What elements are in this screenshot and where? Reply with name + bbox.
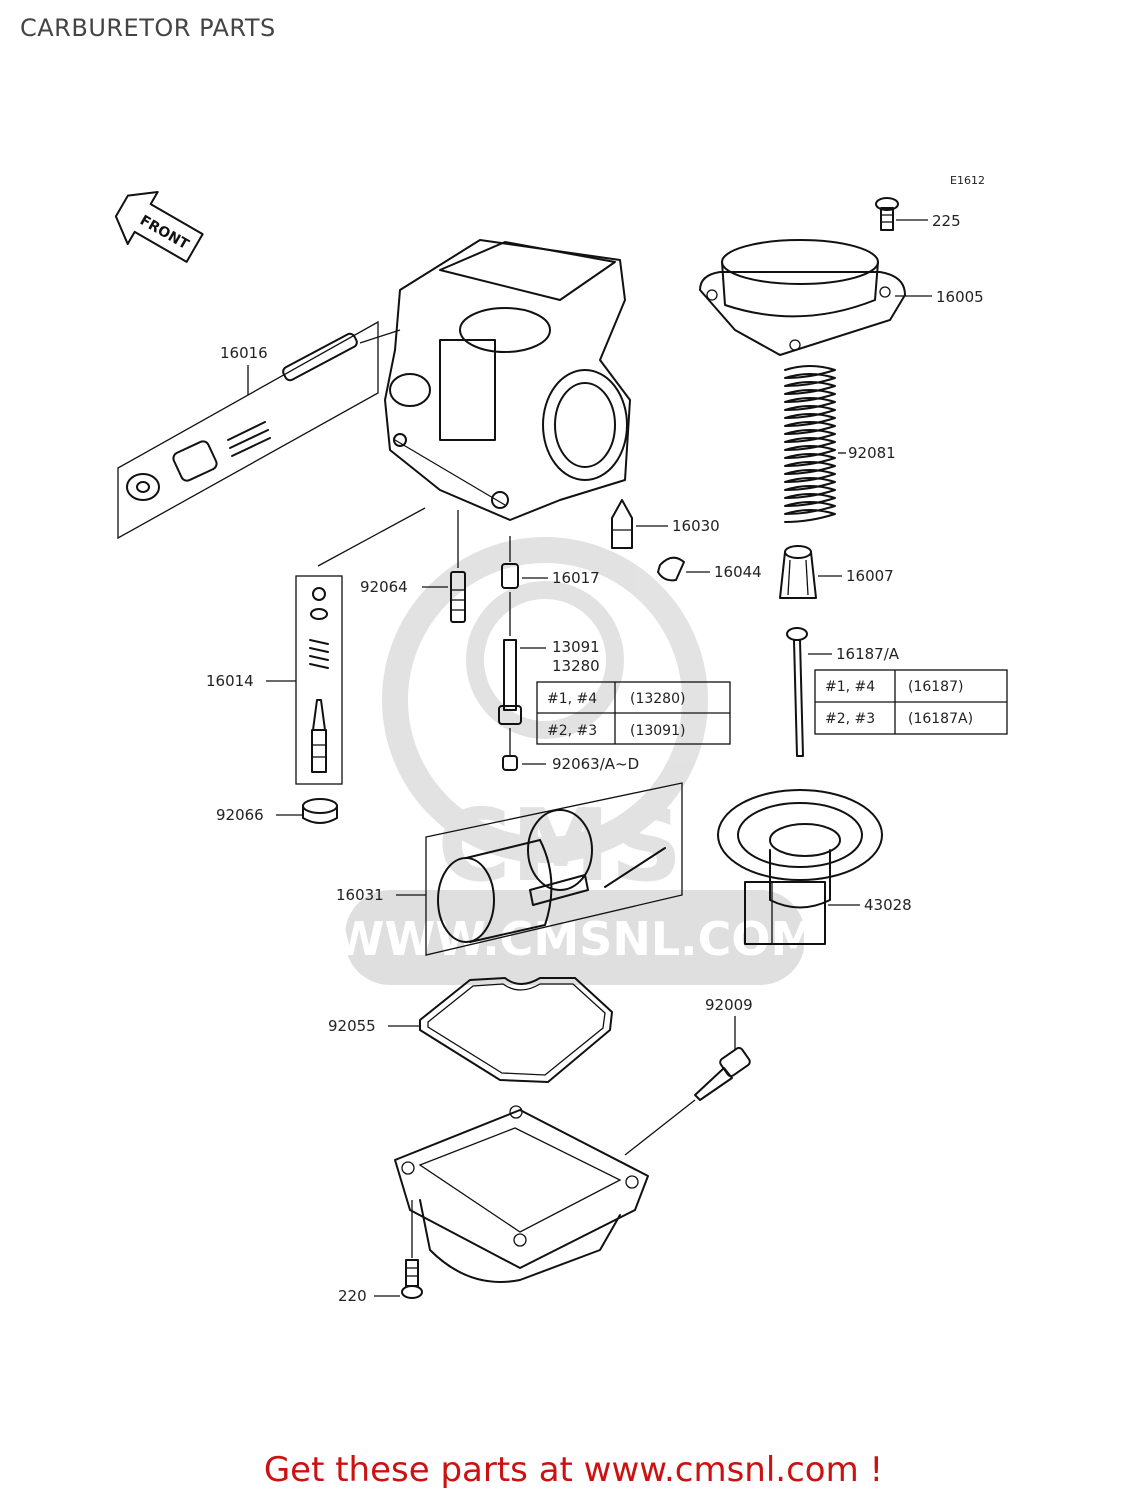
part-16187-jet-needle <box>786 627 832 757</box>
carburetor-body <box>384 239 631 521</box>
part-16007-needle-holder <box>779 545 842 599</box>
callout-92064: 92064 <box>360 578 408 596</box>
callout-16030: 16030 <box>672 517 720 535</box>
callout-92081: 92081 <box>848 444 896 462</box>
callout-16031: 16031 <box>336 886 384 904</box>
part-16016-pilot-screw-assembly <box>117 320 401 540</box>
needle-table: #1, #4 (16187) #2, #3 (16187A) <box>814 669 1008 735</box>
part-13091-13280-jet-holder <box>498 639 546 756</box>
front-arrow-label: FRONT <box>137 212 192 253</box>
page-title: CARBURETOR PARTS <box>20 14 276 42</box>
front-direction-arrow: FRONT <box>114 191 204 263</box>
callout-16187: 16187/A <box>836 645 900 663</box>
part-92066-cap <box>276 798 338 824</box>
carburetor-exploded-diagram: CMS WWW.CMSNL.COM FRONT E1612 225 <box>114 174 1008 1305</box>
needle-table-part-1: (16187) <box>908 679 963 695</box>
jet-table-part-2: (13091) <box>630 723 685 739</box>
callout-220: 220 <box>338 1287 367 1305</box>
callout-16044: 16044 <box>714 563 762 581</box>
callout-225: 225 <box>932 212 961 230</box>
watermark: CMS WWW.CMSNL.COM <box>334 537 817 985</box>
footer-cta-link[interactable]: Get these parts at www.cmsnl.com ! <box>263 1450 884 1490</box>
callout-92009: 92009 <box>705 996 753 1014</box>
callout-13091: 13091 <box>552 638 600 656</box>
watermark-logo: CMS <box>438 787 683 904</box>
callout-16016: 16016 <box>220 344 268 362</box>
needle-table-part-2: (16187A) <box>908 711 973 727</box>
jet-table-part-1: (13280) <box>630 691 685 707</box>
part-16044-clip <box>657 556 710 582</box>
part-92055-gasket <box>388 977 613 1083</box>
needle-table-cyl-1: #1, #4 <box>825 679 875 695</box>
part-92009-drain-screw: 92009 <box>624 996 753 1156</box>
callout-16007: 16007 <box>846 567 894 585</box>
diagram-ref-code: E1612 <box>950 174 985 187</box>
callout-92055: 92055 <box>328 1017 376 1035</box>
callout-16005: 16005 <box>936 288 984 306</box>
callout-13280: 13280 <box>552 657 600 675</box>
part-92063-main-jet <box>502 755 546 771</box>
part-43028-diaphragm-piston <box>717 789 883 945</box>
part-16005-top-cover <box>699 239 932 356</box>
watermark-text: WWW.CMSNL.COM <box>334 912 817 966</box>
callout-16017: 16017 <box>552 569 600 587</box>
callout-92063: 92063/A~D <box>552 755 639 773</box>
callout-92066: 92066 <box>216 806 264 824</box>
part-220-screw <box>374 1200 423 1299</box>
part-16030-float-valve <box>611 499 668 549</box>
part-92081-spring <box>784 365 846 523</box>
part-16017-needle-jet <box>501 536 548 636</box>
callout-16014: 16014 <box>206 672 254 690</box>
needle-table-cyl-2: #2, #3 <box>825 711 875 727</box>
part-16014-screw-assembly <box>266 507 426 785</box>
jet-table-cyl-1: #1, #4 <box>547 691 597 707</box>
jet-table-cyl-2: #2, #3 <box>547 723 597 739</box>
callout-43028: 43028 <box>864 896 912 914</box>
part-225-screw <box>875 197 928 231</box>
float-bowl <box>394 1105 649 1283</box>
jet-table: #1, #4 (13280) #2, #3 (13091) <box>536 681 731 745</box>
part-92064-pilot-jet <box>422 510 466 623</box>
part-16031-float <box>396 782 683 956</box>
